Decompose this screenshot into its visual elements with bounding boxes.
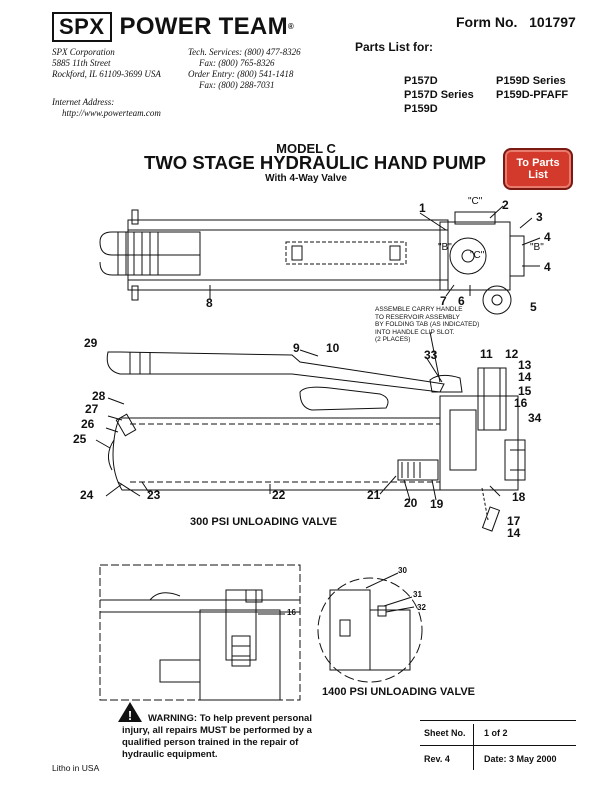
callout-23: 23 [147,488,161,502]
svg-text:!: ! [128,708,132,723]
callout-26: 26 [81,417,95,431]
callout-32: 32 [417,603,426,612]
power-team-logo-text: POWER TEAM® [119,13,295,40]
callout-27: 27 [85,402,99,416]
revision: Rev. 4 [424,754,450,764]
callout-33: 33 [424,348,438,362]
callout-22: 22 [272,488,286,502]
callout-24: 24 [80,488,94,502]
litho-note: Litho in USA [52,763,100,773]
power-team-logo: SPX POWER TEAM® [52,12,294,42]
website-link[interactable]: http://www.powerteam.com [62,108,161,118]
parts-list-label: Parts List for: [355,40,434,54]
callout-28: 28 [92,389,106,403]
reservoir-side [112,417,441,491]
caption-1400-psi: 1400 PSI UNLOADING VALVE [322,686,476,698]
callout-19: 19 [430,497,444,511]
callout-14a: 14 [518,370,532,384]
warning-icon: ! [118,702,142,723]
callout-8: 8 [206,296,213,310]
model-list-right: P159D Series P159D-PFAFF [496,75,569,101]
view-b-label-right: "B" [530,242,544,253]
callout-25: 25 [73,432,87,446]
callout-34: 34 [528,411,542,425]
callout-30: 30 [398,566,407,575]
callout-13: 13 [518,358,532,372]
handle-grip-top [99,231,201,256]
spx-logo-text: SPX [52,12,112,42]
to-parts-list-button[interactable]: To Parts List [503,148,573,190]
footer-rule-mid [420,745,576,746]
callout-11: 11 [480,347,493,361]
callout-10: 10 [326,341,340,355]
callout-14b: 14 [507,526,521,540]
assembly-note: ASSEMBLE CARRY HANDLE TO RESERVOIR ASSEM… [375,306,480,343]
company-address: SPX Corporation 5885 11th Street Rockfor… [52,47,161,79]
view-c-label-mid: "C" [470,250,485,261]
callout-17: 17 [507,514,521,528]
view-b-label-left: "B" [438,242,452,253]
page-title: TWO STAGE HYDRAULIC HAND PUMP [144,152,486,173]
handle-side [106,351,445,393]
footer-rule-top [420,720,576,721]
callout-4b: 4 [544,260,551,274]
callout-18: 18 [512,490,526,504]
model-list-left: P157D P157D Series P159D [404,75,474,115]
revision-date: Date: 3 May 2000 [484,754,557,764]
callout-21: 21 [367,488,381,502]
callout-1: 1 [419,201,426,215]
callout-6: 6 [458,294,465,308]
footer-rule-vertical [473,724,474,770]
callout-12: 12 [505,347,519,361]
view-c-label-top: "C" [468,196,483,207]
callout-29: 29 [84,336,98,350]
callout-5: 5 [530,300,537,314]
sheet-value: 1 of 2 [484,728,508,738]
caption-300-psi: 300 PSI UNLOADING VALVE [190,516,337,528]
callout-16: 16 [514,396,528,410]
page-subtitle: With 4-Way Valve [265,173,347,184]
callout-detail-16: 16 [287,608,296,617]
warning-text: WARNING: To help prevent personal injury… [122,713,312,760]
contact-numbers: Tech. Services: (800) 477-8326 Fax: (800… [188,47,301,90]
callout-15: 15 [518,384,532,398]
internet-address: Internet Address: http://www.powerteam.c… [52,97,161,118]
callout-2: 2 [502,198,509,212]
model-title: MODEL C [276,141,336,156]
sheet-label: Sheet No. [424,728,466,738]
callout-31: 31 [413,590,422,599]
form-number: Form No. 101797 [456,14,576,30]
callout-7: 7 [440,294,447,308]
callout-20: 20 [404,496,418,510]
callout-4a: 4 [544,230,551,244]
callout-9: 9 [293,341,300,355]
callout-3: 3 [536,210,543,224]
